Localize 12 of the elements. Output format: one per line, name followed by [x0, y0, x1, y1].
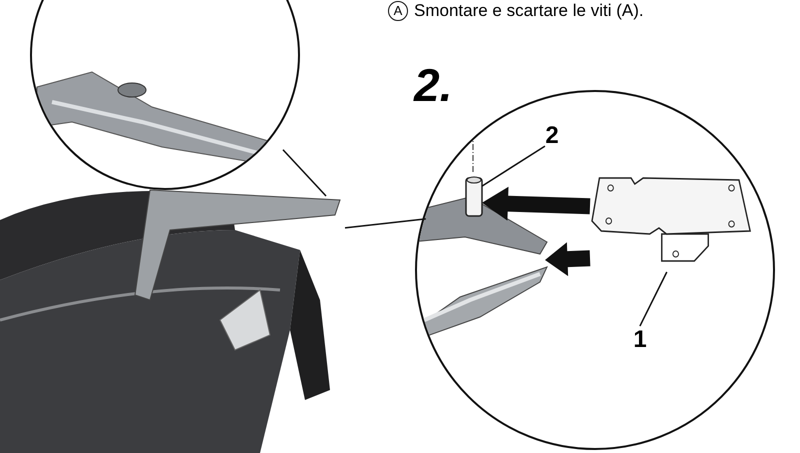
- leader-line: [482, 145, 546, 187]
- leader-line: [344, 218, 426, 229]
- step-number: 2.: [414, 58, 452, 112]
- leader-line: [282, 149, 327, 197]
- block-arrow: [545, 242, 590, 276]
- leader-line: [639, 272, 668, 326]
- spacer-drawing: [464, 174, 484, 218]
- callout-letter: A: [388, 1, 408, 21]
- block-arrow: [482, 186, 590, 221]
- callout-number: 1: [628, 326, 652, 356]
- callout-number: 2: [540, 122, 564, 152]
- instruction-text: Smontare e scartare le viti (A).: [414, 1, 644, 21]
